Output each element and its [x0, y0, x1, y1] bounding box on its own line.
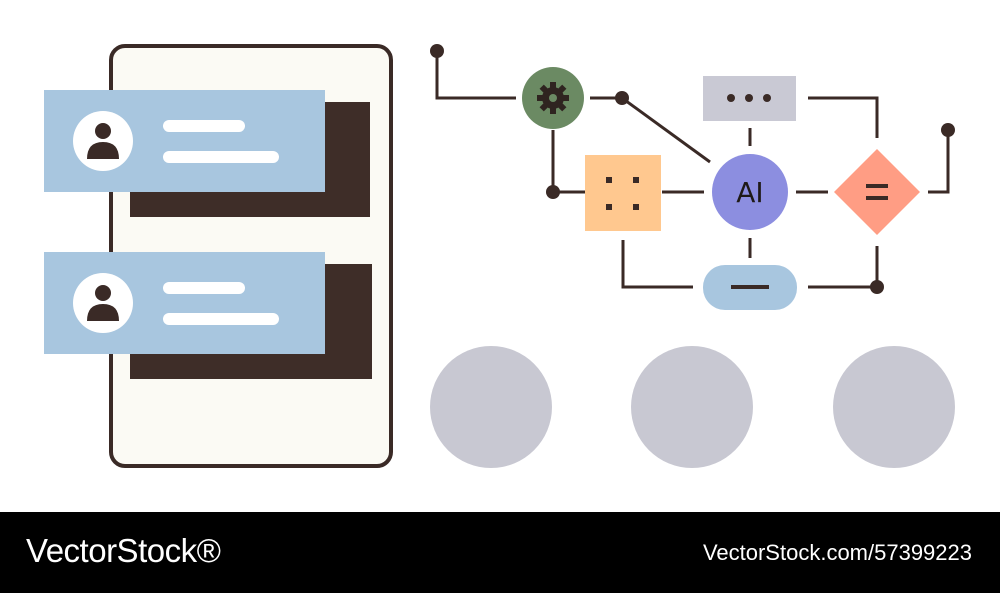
text-line [163, 120, 245, 132]
profile-card-1 [44, 90, 325, 192]
ai-node: AI [712, 154, 788, 230]
avatar [73, 273, 133, 333]
minus-icon [731, 285, 769, 289]
minus-node [703, 265, 797, 310]
text-line [163, 151, 279, 163]
equals-icon [866, 184, 888, 200]
avatar [73, 111, 133, 171]
text-line [163, 282, 245, 294]
four-dots-icon [606, 177, 639, 210]
ai-label: AI [736, 176, 763, 209]
placeholder-circle-3 [833, 346, 955, 468]
brand-logo: VectorStock® [26, 532, 221, 569]
image-reference: VectorStock.com/57399223 [702, 540, 972, 565]
illustration-canvas: AI [44, 44, 955, 468]
profile-card-2 [44, 252, 325, 354]
user-icon [87, 123, 119, 159]
ellipsis-node [703, 76, 796, 121]
placeholder-circle-2 [631, 346, 753, 468]
connector-dots [430, 44, 955, 294]
gear-node [522, 67, 584, 129]
text-line [163, 313, 279, 325]
gear-icon [537, 82, 569, 114]
connector-lines [435, 51, 950, 289]
watermark-footer: VectorStock® VectorStock.com/57399223 [0, 512, 1000, 593]
grid-node [585, 155, 661, 231]
decision-node [834, 149, 920, 235]
user-icon [87, 285, 119, 321]
ellipsis-icon [727, 94, 771, 102]
placeholder-circle-1 [430, 346, 552, 468]
